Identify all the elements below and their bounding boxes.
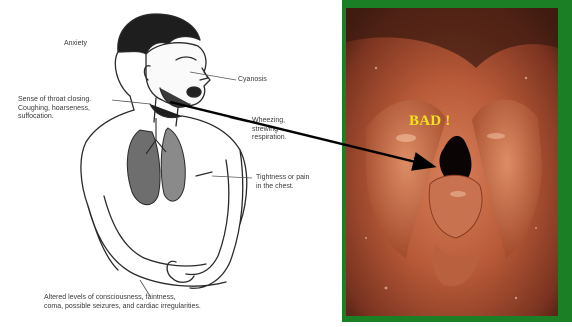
label-chest-tightness: Tightness or pain in the chest. (256, 174, 309, 191)
label-cyanosis: Cyanosis (238, 76, 267, 85)
symptom-illustration: Anxiety Cyanosis Sense of throat closing… (0, 0, 340, 322)
label-wheezing: Wheezing, strewing respiration. (252, 117, 287, 143)
label-throat-closing: Sense of throat closing. Coughing, hoars… (18, 96, 114, 122)
swollen-airway-image (346, 8, 558, 316)
label-consciousness: Altered levels of consciousness, faintne… (44, 294, 304, 311)
label-anxiety: Anxiety (64, 40, 87, 49)
throat-photo (346, 8, 558, 316)
lungs-icon (127, 118, 185, 205)
bad-label: BAD ! (409, 113, 450, 130)
man-figure-drawing (0, 0, 340, 322)
